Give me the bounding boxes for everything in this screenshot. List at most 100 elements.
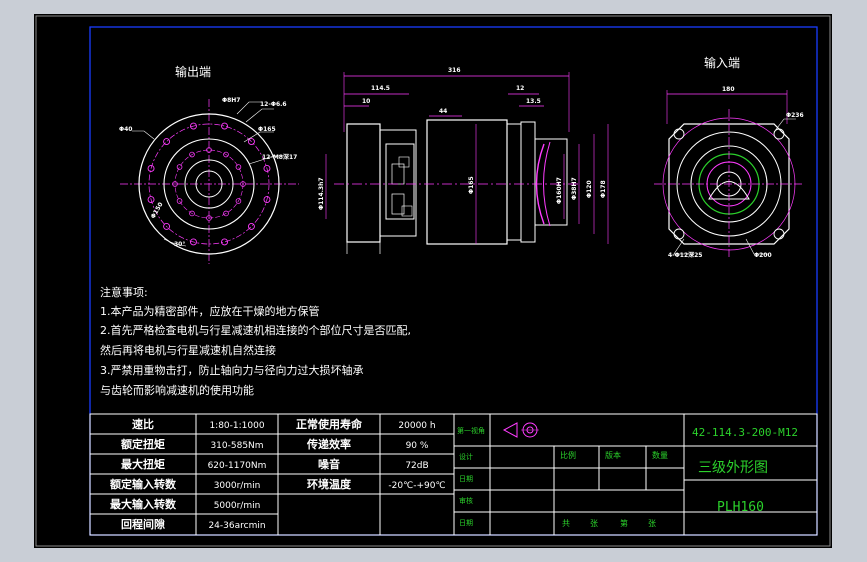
bolt-hole (263, 196, 271, 203)
dim-input-2: Φ236 (786, 112, 804, 119)
bolt-hole (147, 165, 155, 172)
note-3: 然后再将电机与行星减速机自然连接 (100, 343, 276, 357)
dim-input-4: Φ200 (754, 252, 772, 259)
input-end-view (654, 90, 804, 259)
projection-symbol (502, 422, 539, 438)
spec-cell-value: 310-585Nm (210, 441, 263, 451)
projection-label: 第一视角 (457, 426, 485, 435)
output-end-label: 输出端 (175, 64, 211, 79)
note-4: 3.严禁用重物击打，防止轴向力与径向力过大损坏轴承 (100, 363, 364, 377)
dim-side-12: Φ178 (600, 180, 607, 198)
spec-table (89, 413, 455, 536)
bolt-hole (223, 151, 229, 158)
tb-quantity: 数量 (652, 450, 668, 460)
dim-output-1: Φ8H7 (222, 97, 240, 104)
spec-cell-label: 额定输入转数 (110, 477, 177, 491)
dim-input-1: 180 (722, 86, 735, 93)
spec-cell-label: 速比 (132, 417, 154, 431)
drawing-title: 三级外形图 (698, 460, 768, 476)
bolt-hole (206, 147, 212, 153)
spec-cell-label: 最大扭矩 (121, 457, 165, 471)
dim-side-11: Φ120 (586, 180, 593, 198)
spec-cell-value: 1:80-1:1000 (209, 421, 264, 431)
bolt-hole (190, 238, 197, 246)
dim-side-4: 44 (439, 108, 447, 115)
dim-side-length: 316 (448, 67, 461, 74)
spec-cell-value: 620-1170Nm (208, 461, 267, 471)
tb-sheet-unit2: 张 (648, 519, 656, 528)
spec-cell-value2: 90 % (406, 441, 429, 451)
bolt-hole (221, 122, 228, 130)
spec-cell-value2: 20000 h (398, 421, 435, 431)
drawing-number: 42-114.3-200-M12 (692, 426, 798, 439)
spec-cell-label2: 噪音 (318, 457, 340, 471)
canvas-bg (34, 14, 832, 548)
spec-cell-label2: 传递效率 (306, 437, 351, 451)
dim-side-3: 10 (362, 98, 370, 105)
notes-title: 注意事项: (100, 285, 148, 299)
dim-side-2: 114.5 (371, 85, 390, 92)
title-block (453, 413, 818, 536)
tb-row-date2: 日期 (459, 519, 473, 527)
dim-side-6: 13.5 (526, 98, 541, 105)
bolt-hole (172, 181, 178, 187)
bolt-hole (247, 222, 255, 230)
tb-row-date1: 日期 (459, 475, 473, 483)
model-number: PLH160 (717, 500, 764, 515)
bolt-hole (247, 138, 255, 146)
dim-input-3: 4-Φ12深25 (668, 251, 702, 259)
dim-side-10: Φ38H7 (571, 177, 578, 200)
dim-output-3: Φ165 (258, 126, 276, 133)
spec-cell-value: 24-36arcmin (208, 521, 265, 531)
spec-cell-label2: 正常使用寿命 (296, 417, 363, 431)
bolt-hole (240, 181, 246, 187)
bolt-hole (147, 196, 155, 203)
spec-cell-label: 回程间隙 (121, 517, 165, 531)
bolt-hole (189, 210, 195, 217)
bolt-hole (221, 238, 228, 246)
dim-output-2: 12-Φ6.6 (260, 101, 287, 108)
tb-version: 版本 (605, 450, 621, 460)
outer-border (35, 15, 831, 547)
spec-cell-label: 额定扭矩 (121, 437, 165, 451)
spec-cell-value: 3000r/min (214, 481, 261, 491)
note-2: 2.首先严格检查电机与行星减速机相连接的个部位尺寸是否匹配, (100, 323, 411, 337)
spec-cell-value2: -20℃-+90℃ (388, 481, 445, 491)
tb-scale: 比例 (560, 450, 576, 460)
output-end-view (120, 99, 299, 264)
bolt-hole (176, 164, 183, 170)
tb-sheet-unit: 张 (590, 519, 598, 528)
side-view (325, 72, 609, 254)
bolt-hole (206, 215, 212, 221)
bolt-hole (163, 222, 171, 230)
dim-output-5: Φ40 (119, 126, 132, 133)
drawing-canvas[interactable]: 输出端 Φ8H7 12-Φ6.6 (34, 14, 832, 548)
bolt-hole (190, 122, 197, 130)
spec-cell-label: 最大输入转数 (110, 497, 177, 511)
input-end-label: 输入端 (704, 55, 740, 70)
drawing-svg: 输出端 Φ8H7 12-Φ6.6 (34, 14, 832, 548)
spec-cell-value2: 72dB (405, 461, 428, 471)
dim-side-5: 12 (516, 85, 524, 92)
note-1: 1.本产品为精密部件，应放在干燥的地方保管 (100, 304, 320, 318)
dim-side-7: Φ114.3h7 (318, 177, 325, 210)
bolt-hole (163, 138, 171, 146)
dim-output-4: 12-M8深17 (262, 153, 297, 161)
bolt-hole (189, 151, 195, 158)
spec-cell-label2: 环境温度 (307, 477, 352, 491)
tb-sheet-total: 共 (562, 519, 570, 528)
dim-side-8: Φ165 (468, 176, 475, 194)
bolt-hole (263, 165, 271, 172)
bolt-hole (223, 210, 229, 217)
note-5: 与齿轮而影响减速机的使用功能 (100, 383, 254, 397)
tb-row-review: 审核 (459, 496, 473, 505)
bolt-hole (235, 198, 242, 204)
tb-row-design: 设计 (459, 452, 473, 461)
bolt-hole (176, 198, 183, 204)
spec-cell-value: 5000r/min (214, 501, 261, 511)
dim-output-6: 30° (174, 241, 185, 248)
tb-sheet-index: 第 (620, 518, 628, 528)
bolt-hole (235, 164, 242, 170)
dim-side-9: Φ160H7 (556, 177, 563, 204)
